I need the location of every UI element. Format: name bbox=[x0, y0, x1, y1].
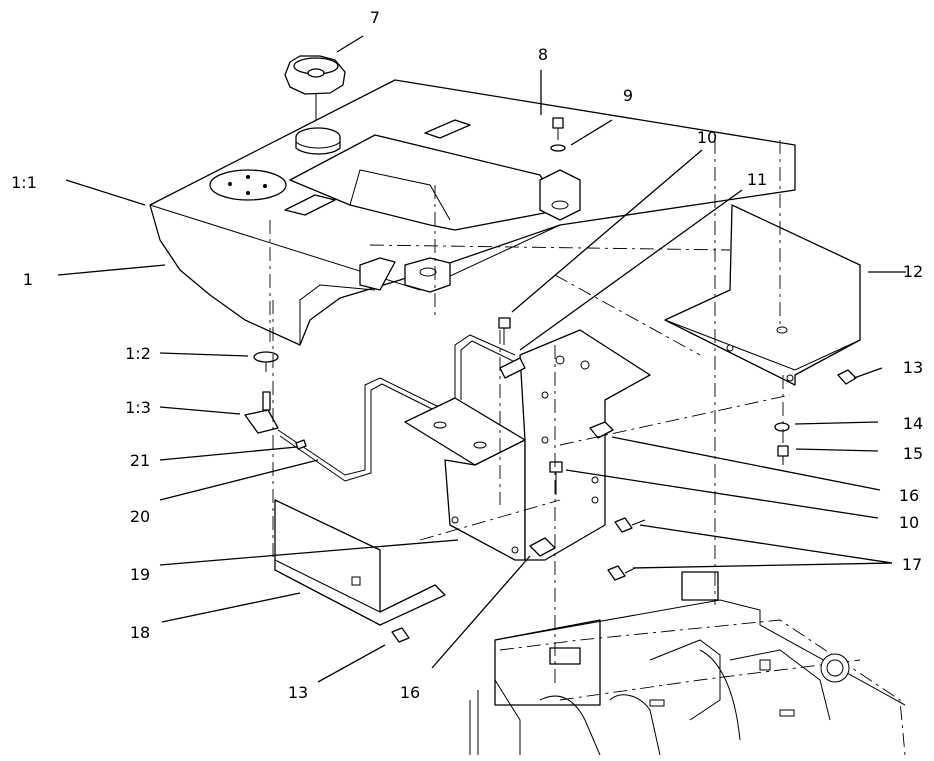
fuel-line bbox=[277, 334, 516, 482]
hardware bbox=[244, 117, 857, 643]
fuel-cap bbox=[284, 55, 346, 120]
callout-15: 15 bbox=[903, 444, 923, 463]
callout-16-right: 16 bbox=[899, 486, 919, 505]
callout-16-lower: 16 bbox=[400, 683, 420, 702]
callout-13-right: 13 bbox=[903, 358, 923, 377]
lower-shield bbox=[274, 499, 446, 626]
callout-10-upper: 10 bbox=[697, 128, 717, 147]
callout-14: 14 bbox=[903, 414, 923, 433]
callout-18: 18 bbox=[130, 623, 150, 642]
callout-21: 21 bbox=[130, 451, 150, 470]
callout-1-1: 1:1 bbox=[11, 173, 37, 192]
callout-19: 19 bbox=[130, 565, 150, 584]
callout-17: 17 bbox=[902, 555, 922, 574]
callout-9: 9 bbox=[623, 86, 633, 105]
callout-7: 7 bbox=[370, 8, 380, 27]
fuel-tank bbox=[149, 79, 796, 346]
centerlines bbox=[269, 140, 791, 685]
heat-shield bbox=[664, 204, 861, 386]
callout-labels: 7 8 9 10 11 1:1 1 12 1:2 13 1:3 14 15 21… bbox=[11, 8, 923, 702]
callout-1: 1 bbox=[23, 270, 33, 289]
callout-8: 8 bbox=[538, 45, 548, 64]
callout-12: 12 bbox=[903, 262, 923, 281]
callout-20: 20 bbox=[130, 507, 150, 526]
callout-1-2: 1:2 bbox=[125, 344, 151, 363]
callout-11: 11 bbox=[747, 170, 767, 189]
callout-1-3: 1:3 bbox=[125, 398, 151, 417]
center-bracket bbox=[404, 329, 651, 561]
callout-10-lower: 10 bbox=[899, 513, 919, 532]
chassis-frame bbox=[469, 571, 906, 756]
callout-13-lower: 13 bbox=[288, 683, 308, 702]
leader-lines bbox=[57, 35, 906, 683]
